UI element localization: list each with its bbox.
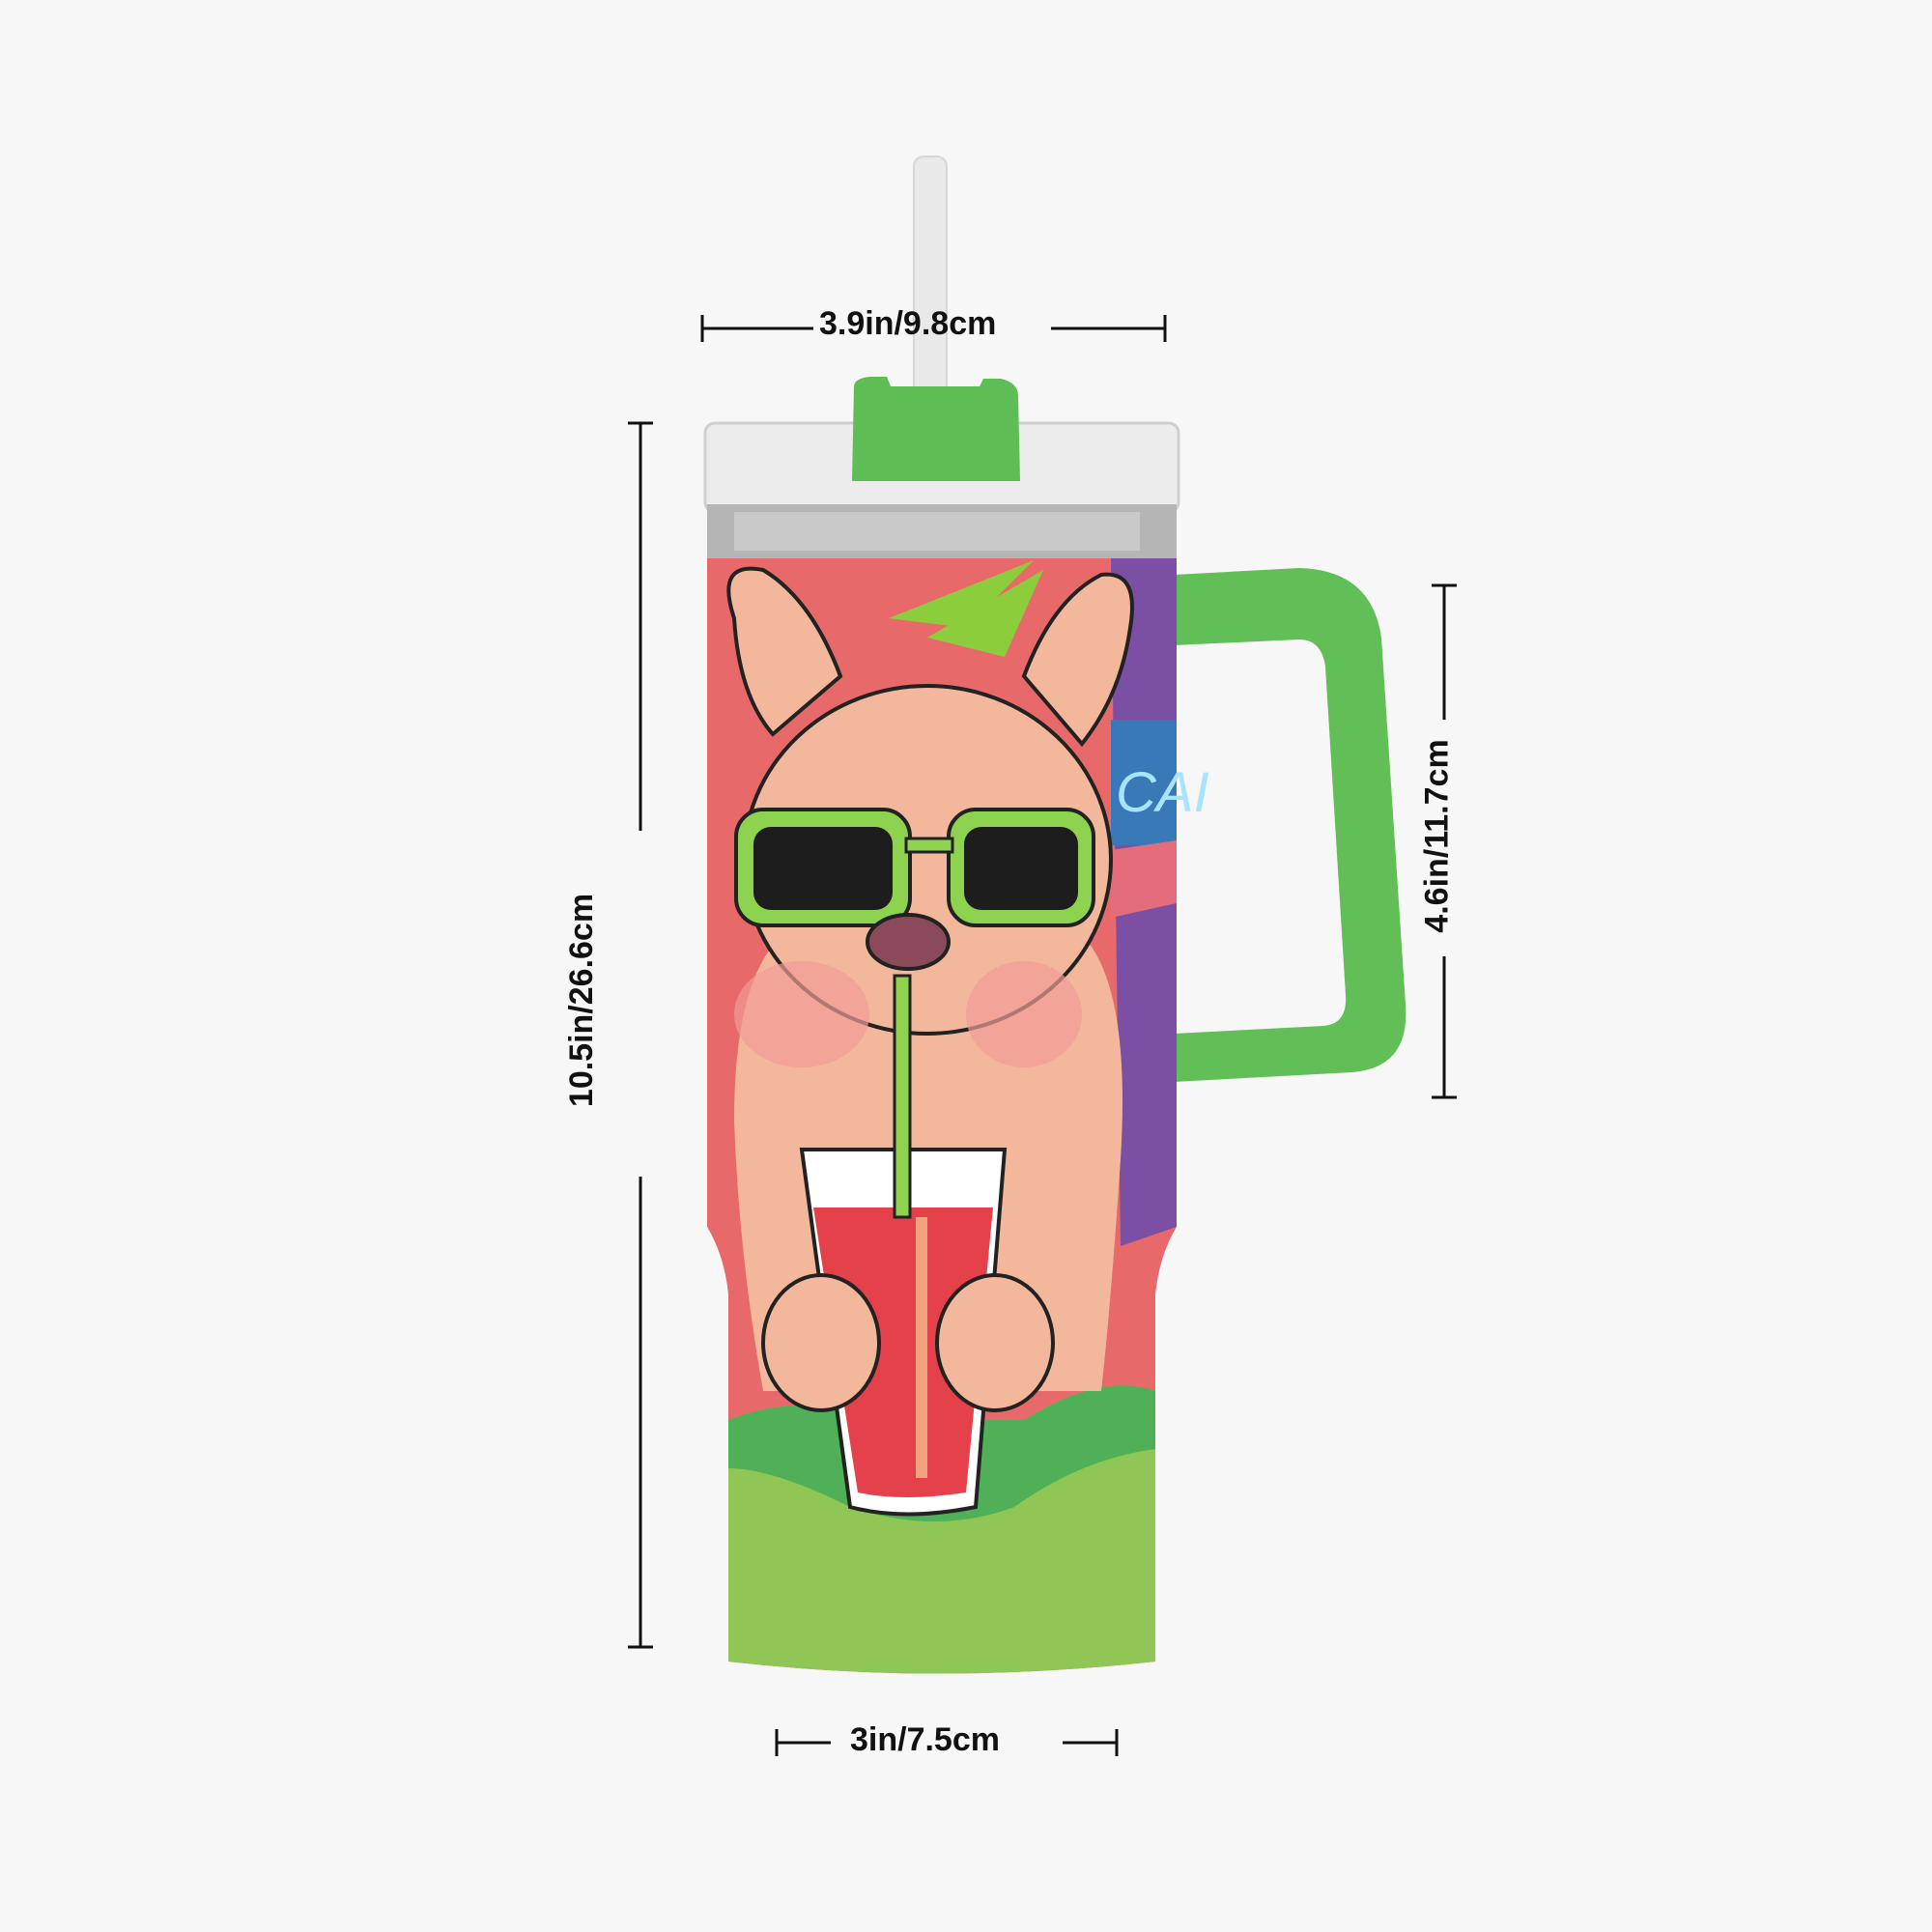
handle-height-label: 4.6in/11.7cm	[1418, 739, 1456, 933]
lid-slider	[852, 377, 1020, 481]
height-label: 10.5in/26.6cm	[563, 893, 601, 1108]
top-width-label: 3.9in/9.8cm	[819, 305, 997, 342]
handle	[1174, 568, 1406, 1082]
straw	[913, 156, 948, 409]
bottom-width-label: 3in/7.5cm	[850, 1721, 1000, 1758]
neon-sign-text: CAI	[1116, 761, 1209, 824]
